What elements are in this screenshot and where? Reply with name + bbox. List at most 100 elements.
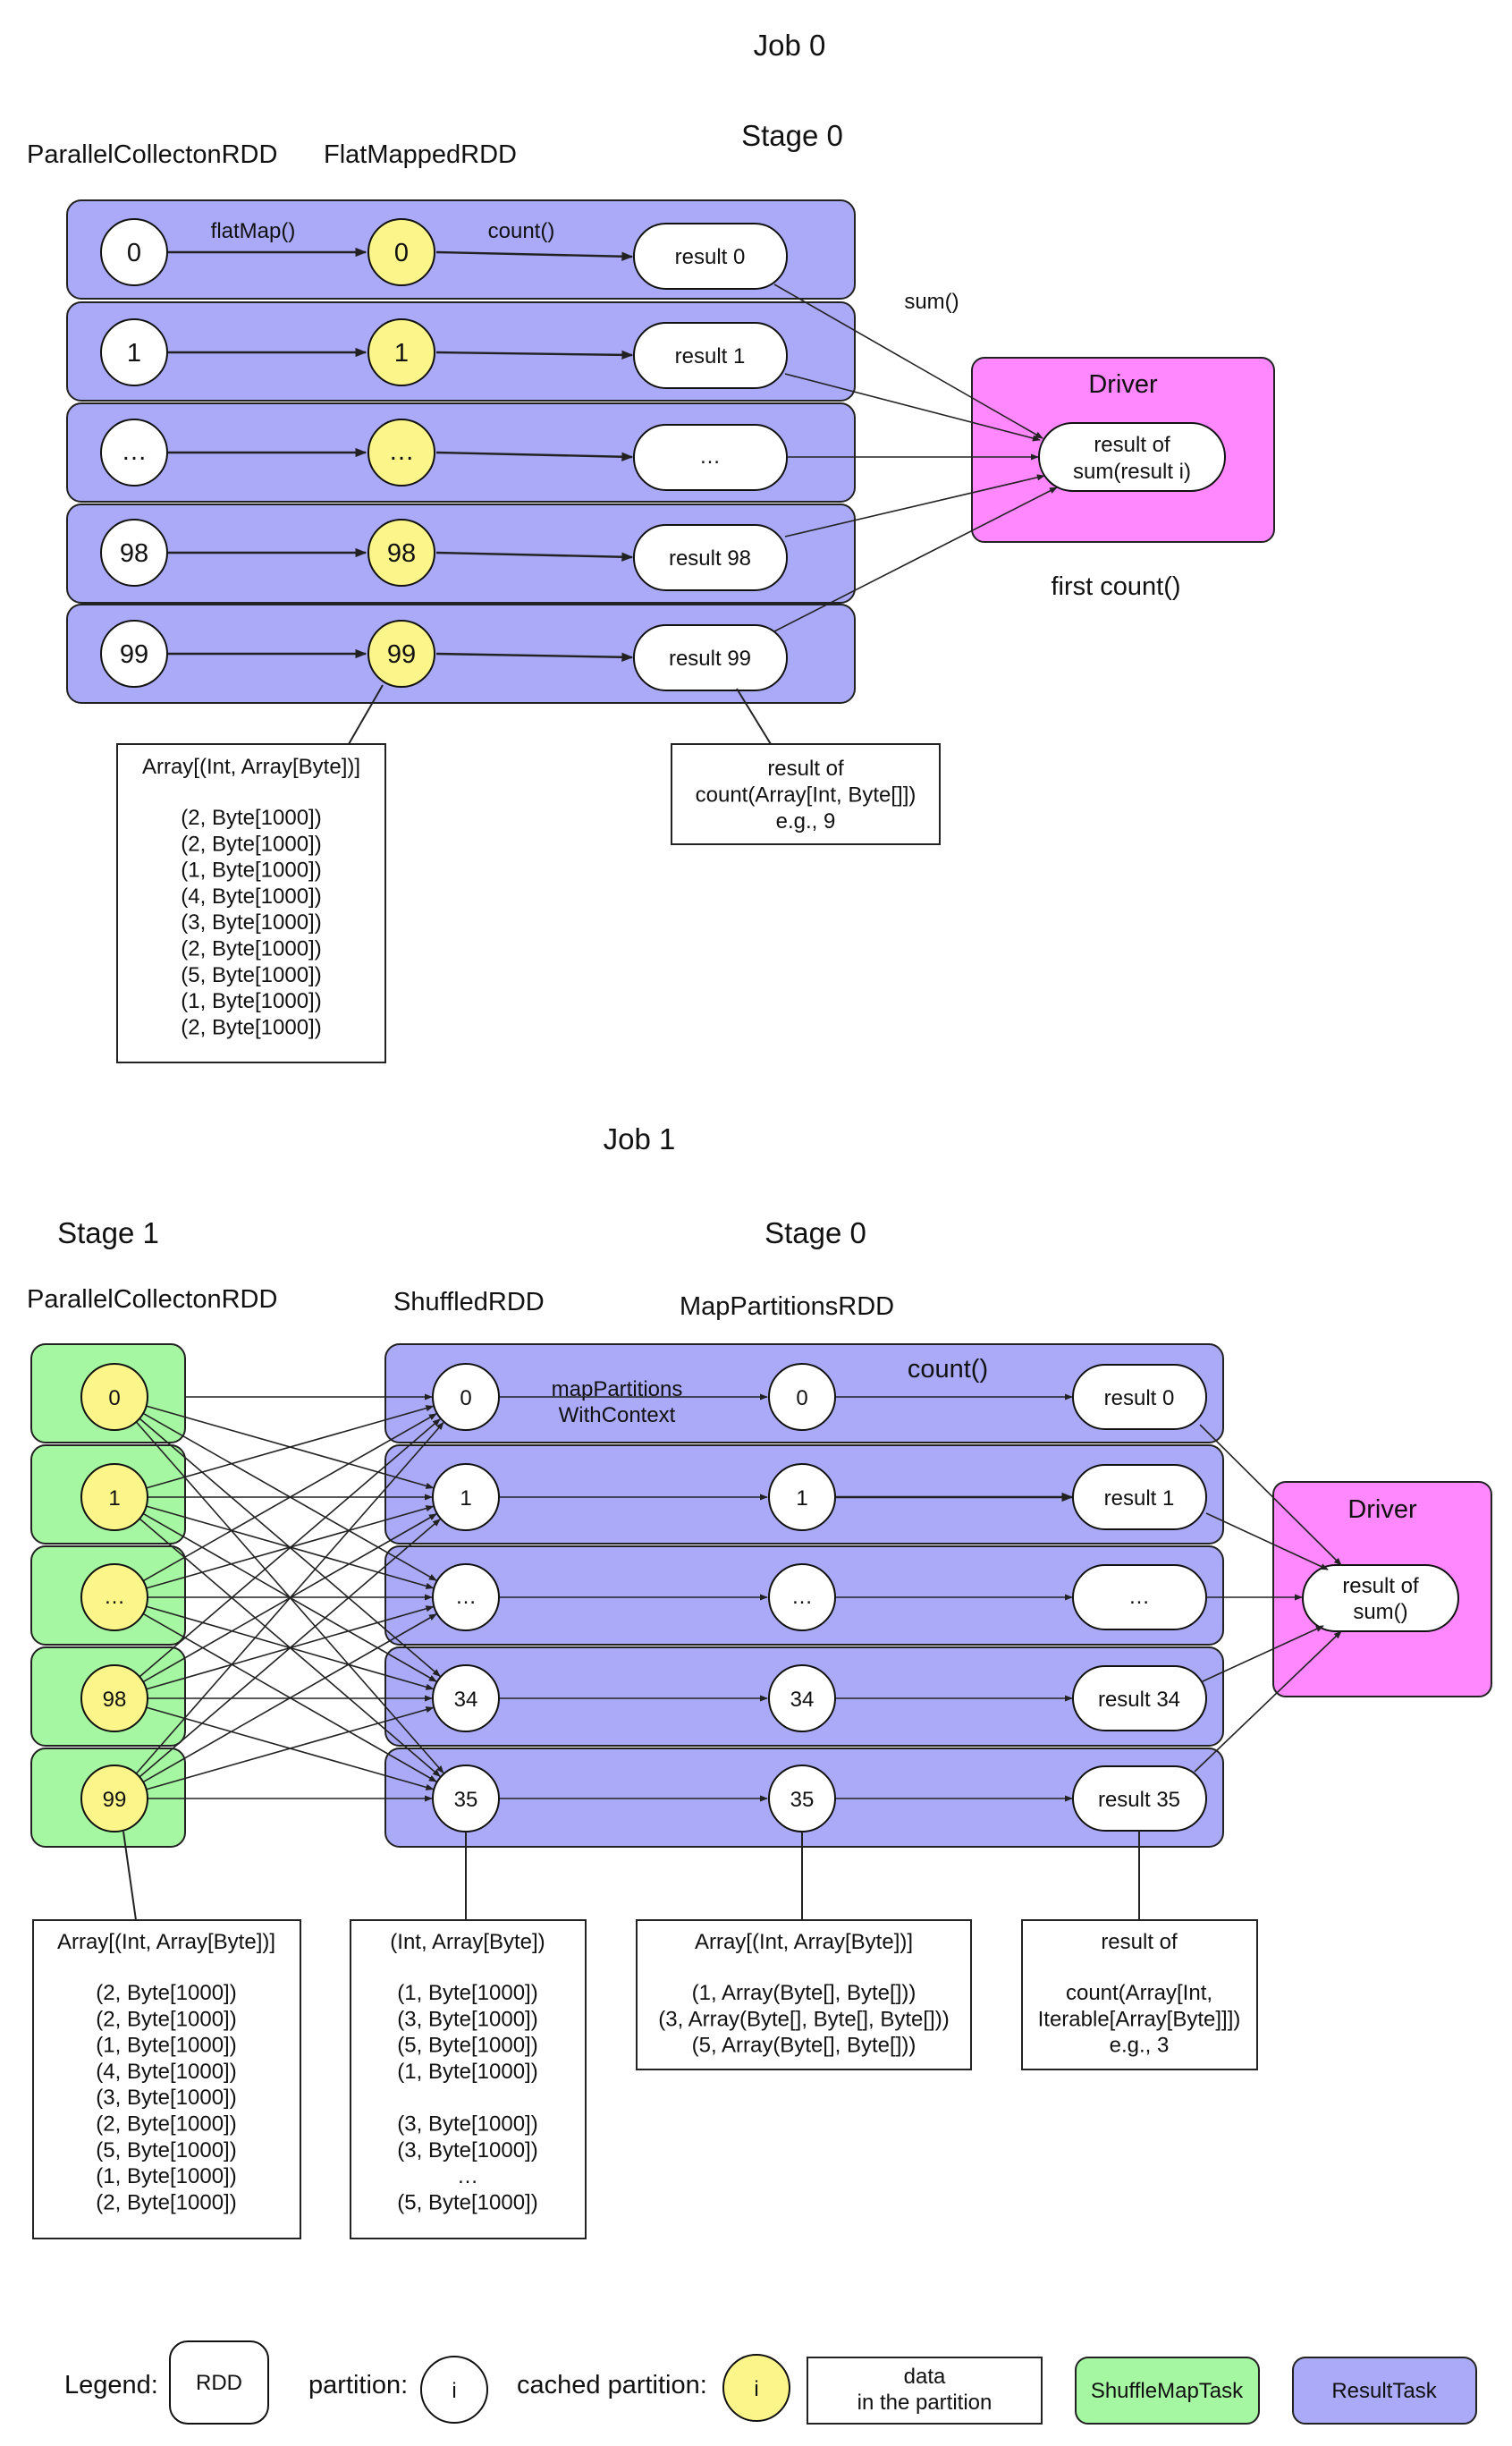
job0-title: Job 0 — [754, 29, 826, 62]
job1-shuffled-partition-0-label: 0 — [460, 1386, 471, 1410]
job1-result-1-label: result 1 — [1104, 1486, 1175, 1511]
job0-data-box2 — [671, 743, 941, 845]
job1-results: result 0 result 1 … result 34 result 35 — [1072, 1364, 1207, 1832]
job1-shuffled-partition-4-label: 35 — [454, 1788, 478, 1812]
job1-data-box4-line: e.g., 3 — [1110, 2034, 1170, 2058]
job0-data-box1-line: (2, Byte[1000]) — [181, 806, 321, 830]
job0-partition-1-label: 1 — [127, 339, 141, 368]
job0-data-box1-line: (1, Byte[1000]) — [181, 989, 321, 1013]
job0-result-3-label: result 98 — [669, 546, 751, 571]
job1-map-partition-3-label: 34 — [790, 1688, 815, 1712]
job0-partition-2 — [100, 419, 168, 487]
job0-cached-partition-1 — [367, 318, 435, 386]
job1-sum-arrow-4 — [1194, 1630, 1342, 1773]
job1-data-box2-line: (3, Byte[1000]) — [397, 2138, 537, 2162]
job0-result-3 — [633, 524, 788, 591]
job0-count-arrow-4 — [435, 652, 634, 662]
job0-data-box1 — [116, 743, 386, 1063]
job0-count-arrow-2 — [435, 451, 634, 461]
job1-shuffled-partitions: 0 1 … 34 35 — [432, 1363, 500, 1832]
job1-data-box3-line: (3, Array(Byte[], Byte[], Byte[])) — [658, 2007, 949, 2031]
job0-sum-arrow-4 — [773, 487, 1058, 632]
job1-left-partition-2 — [80, 1563, 148, 1631]
job0-count-arrow-0 — [435, 250, 634, 261]
job1-data-box1-connector — [122, 1831, 137, 1921]
job1-left-partition-1-label: 1 — [108, 1486, 120, 1511]
job1-data-box2-line: (1, Byte[1000]) — [397, 2060, 537, 2084]
job0-data-box1-line: (2, Byte[1000]) — [181, 1015, 321, 1039]
job1-driver-arrows — [1194, 1424, 1342, 1773]
job0-data-box1-line: (2, Byte[1000]) — [181, 937, 321, 961]
job1-data-box2-line: (3, Byte[1000]) — [397, 2112, 537, 2137]
job0-data-box2-line: result of — [767, 757, 844, 781]
job1-stage0-title: Stage 0 — [764, 1216, 866, 1249]
legend-shuffle-map-task-label: ShuffleMapTask — [1091, 2379, 1244, 2403]
job0-data-box1-connector — [348, 684, 384, 745]
shuffle-edge-4-1 — [139, 1519, 441, 1778]
legend-data-line1: data — [904, 2365, 946, 2389]
job0-partition-0 — [100, 218, 168, 286]
job0-rdd1-label: ParallelCollectonRDD — [27, 140, 277, 169]
job0-driver-result — [1038, 422, 1226, 492]
job0-rdd2-label: FlatMappedRDD — [324, 140, 517, 169]
job1-data-box2 — [350, 1919, 587, 2239]
job0-driver-title: Driver — [1088, 370, 1158, 399]
job0-data-box1-line: (3, Byte[1000]) — [181, 910, 321, 935]
job0-result-0 — [633, 223, 788, 290]
legend: Legend: RDD partition: i cached partitio… — [64, 2340, 1477, 2425]
legend-partition-symbol — [420, 2356, 488, 2424]
job0-result-4 — [633, 624, 788, 691]
legend-rdd-label: RDD — [196, 2371, 242, 2395]
job1-data-box3-header: Array[(Int, Array[Byte])] — [695, 1930, 913, 1954]
job1-row-arrows — [185, 1393, 1074, 1802]
job1-driver-result-line2: sum() — [1353, 1600, 1407, 1624]
job1-sum-arrow-1 — [1205, 1512, 1329, 1570]
job1-rdd3-label: MapPartitionsRDD — [680, 1292, 894, 1321]
job1-data-box3-lines: (1, Array(Byte[], Byte[]))(3, Array(Byte… — [658, 1981, 949, 2058]
job1-data-box2-line: (5, Byte[1000]) — [397, 2190, 537, 2214]
job0-cached-partition-0 — [367, 218, 435, 286]
job1-result-3 — [1072, 1665, 1207, 1731]
job1-left-partitions: 0 1 … 98 99 — [80, 1363, 148, 1832]
job0-data-box2-line: e.g., 9 — [776, 809, 836, 834]
job0-driver-caption: first count() — [1051, 572, 1180, 601]
job0-count-label: count() — [488, 219, 555, 243]
job1-data-box1-line: (2, Byte[1000]) — [96, 2190, 236, 2214]
job1-data-box2-line: (3, Byte[1000]) — [397, 2007, 537, 2031]
job1-data-box1-header: Array[(Int, Array[Byte])] — [57, 1930, 275, 1954]
job0-partition-0-label: 0 — [127, 239, 141, 267]
shuffle-edge-3-0 — [139, 1418, 441, 1678]
job0-data-box1-line: (2, Byte[1000]) — [181, 832, 321, 856]
job0-result-1 — [633, 322, 788, 389]
job0-partition-2-label: … — [122, 437, 148, 466]
job1-data-box1-line: (2, Byte[1000]) — [96, 1981, 236, 2005]
job0-data-box1-line: (5, Byte[1000]) — [181, 963, 321, 987]
job1-data-box4-line: Iterable[Array[Byte]]]) — [1038, 2007, 1241, 2031]
job0-result-0-label: result 0 — [675, 245, 746, 269]
job0-data-box1-line: (1, Byte[1000]) — [181, 859, 321, 883]
job0-driver-result-line1: result of — [1094, 433, 1170, 457]
job0-cached-partition-4 — [367, 620, 435, 688]
job1-data-box1-line: (2, Byte[1000]) — [96, 2112, 236, 2137]
job1-driver-result-line1: result of — [1342, 1574, 1419, 1598]
job1-left-partition-3-label: 98 — [103, 1688, 127, 1712]
job1-op-line1: mapPartitions — [552, 1377, 683, 1401]
job0-result-4-label: result 99 — [669, 647, 751, 671]
job0-partition-4 — [100, 620, 168, 688]
legend-data-line2: in the partition — [857, 2391, 993, 2415]
job1-op-line2: WithContext — [559, 1403, 676, 1427]
job1-sum-arrow-3 — [1202, 1625, 1324, 1682]
job1-left-partition-4-label: 99 — [103, 1788, 127, 1812]
job1-map-partition-1-label: 1 — [796, 1486, 807, 1511]
job1-result-0 — [1072, 1364, 1207, 1430]
job0-data-box2-connector — [736, 688, 772, 745]
job1-data-box1-line: (5, Byte[1000]) — [96, 2138, 236, 2162]
job0-result-1-label: result 1 — [675, 344, 746, 368]
job1-shuffled-partition-2-label: … — [455, 1585, 477, 1609]
job1-data-box2-header: (Int, Array[Byte]) — [390, 1930, 545, 1954]
job1-data-box3 — [636, 1919, 972, 2070]
job1-data-box4 — [1021, 1919, 1258, 2070]
legend-data-box — [807, 2357, 1043, 2425]
job1-map-partition-3 — [768, 1664, 836, 1732]
job0-data-box2-line: count(Array[Int, Byte[]]) — [696, 783, 916, 808]
